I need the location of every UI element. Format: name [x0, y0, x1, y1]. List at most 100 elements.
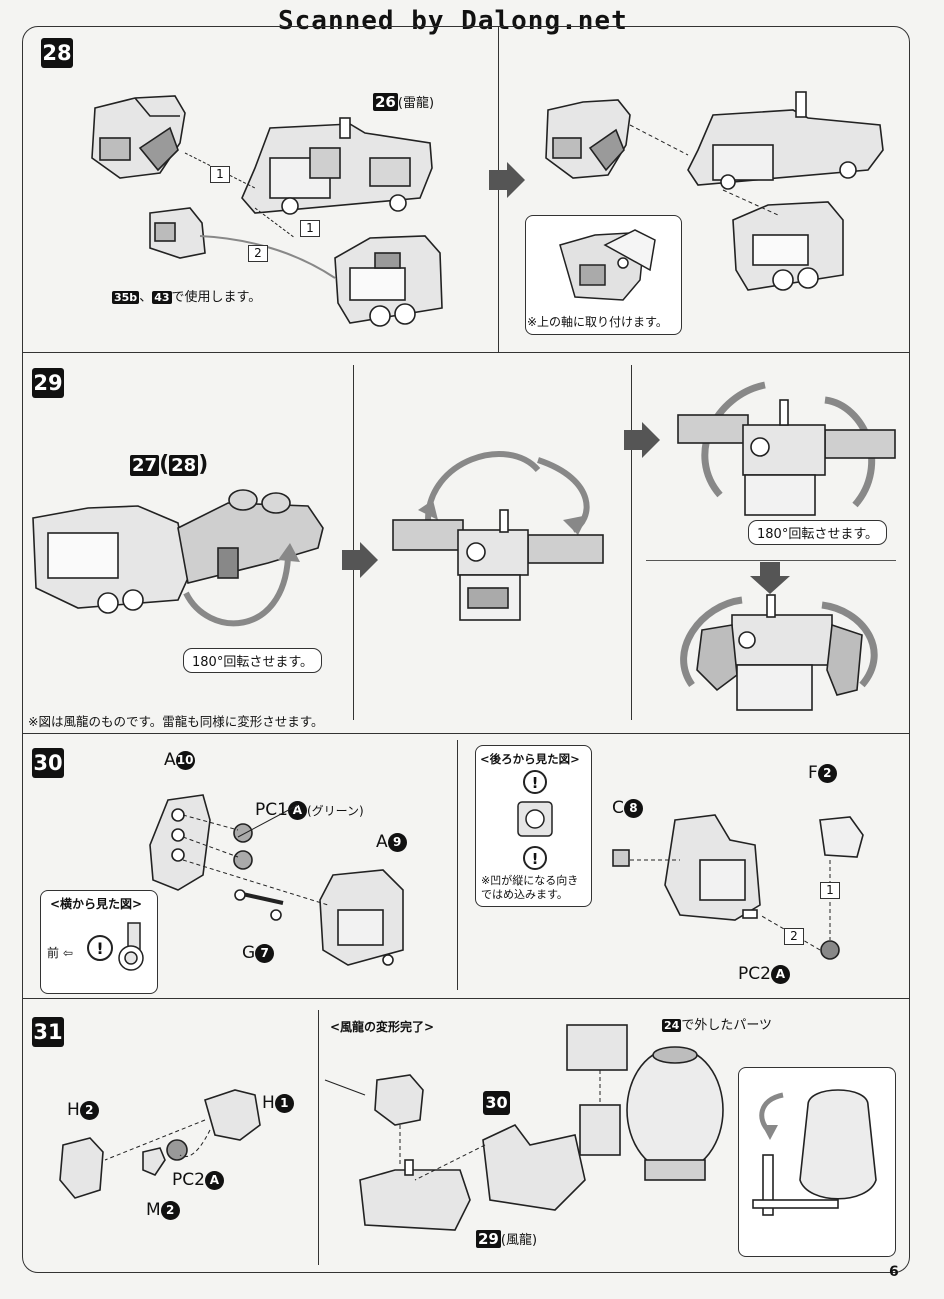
page-frame: [22, 26, 910, 1273]
divider-30-31: [22, 998, 910, 999]
side-view-illustration: !: [87, 922, 144, 971]
use-note-separator: 、: [139, 290, 153, 305]
part-a10-number: 10: [175, 750, 195, 770]
arrow-label-1b: 1: [300, 220, 320, 237]
part-c8-letter: C: [612, 798, 624, 818]
rotate-note-1: 180°回転させます。: [183, 648, 323, 673]
arrow-label-30-1: 1: [820, 882, 840, 899]
divider-29-30: [22, 733, 910, 734]
part-pc1-circle: A: [287, 800, 307, 820]
watermark: Scanned by Dalong.net: [278, 6, 628, 36]
part-h1-number: 1: [274, 1093, 294, 1113]
step30-right-illustration: [612, 814, 864, 960]
ref-24-number: 24: [662, 1019, 682, 1032]
part-pc2-30-letter: PC2: [738, 964, 771, 984]
step31-left-illustration: [59, 1089, 261, 1199]
part-f2-number: 2: [817, 763, 837, 783]
step-number-31: 31: [32, 1017, 64, 1047]
down-arrow-29: [750, 562, 790, 594]
footnote-29: ※図は風龍のものです。雷龍も同様に変形させます。: [28, 714, 324, 729]
ref-29-note: 29(風龍): [476, 1229, 537, 1248]
transition-arrow-29b: [624, 422, 660, 458]
arrow-label-30-2: 2: [784, 928, 804, 945]
ref-29-number: 29: [476, 1230, 501, 1248]
divider-29-vertical-2: [631, 365, 632, 720]
part-h2-number: 2: [79, 1100, 99, 1120]
ref-30: 30: [483, 1091, 510, 1115]
step-number-30: 30: [32, 748, 64, 778]
complete-title: <風龍の変形完了>: [330, 1020, 435, 1034]
part-h2-letter: H: [67, 1100, 80, 1120]
use-note-ref-35b: 35b: [112, 291, 140, 304]
part-ref-26-number: 26: [373, 93, 398, 111]
step28-left-illustration: [91, 95, 443, 327]
part-ref-28: 28: [169, 455, 199, 476]
step29-right-top-illustration: [677, 381, 896, 516]
part-a9-letter: A: [376, 832, 388, 852]
side-view-title: <横から見た図>: [50, 897, 143, 911]
divider-30-vertical: [457, 740, 458, 990]
transition-arrow-28: [489, 162, 525, 198]
part-ref-26: 26(雷龍): [373, 92, 434, 111]
svg-text:!: !: [96, 939, 103, 958]
inset-illustration-31: [752, 1089, 877, 1216]
step30-left-illustration: [149, 794, 404, 966]
back-view-illustration: ! !: [517, 770, 553, 870]
arrow-label-1a: 1: [210, 166, 230, 183]
part-c8-number: 8: [623, 798, 643, 818]
step29-left-illustration: [32, 489, 324, 627]
step-number-28: 28: [41, 38, 73, 68]
ref-24-text: で外したパーツ: [681, 1018, 773, 1033]
ref-29-text: (風龍): [500, 1233, 538, 1248]
step28-right-illustration: [545, 91, 884, 291]
step-number-29: 29: [32, 368, 64, 398]
divider-28-29: [22, 352, 910, 353]
page-number: 6: [889, 1264, 899, 1280]
part-a9-number: 9: [387, 832, 407, 852]
part-pc2-31-letter: PC2: [172, 1170, 205, 1190]
step31-right-illustration: [324, 1024, 724, 1231]
transition-arrow-29a: [342, 542, 378, 578]
divider-31-vertical: [318, 1010, 319, 1265]
part-a10: A10: [164, 750, 195, 770]
part-ref-27-28: 27(28): [130, 452, 209, 477]
part-f2-letter: F: [808, 763, 818, 783]
part-h1-letter: H: [262, 1093, 275, 1113]
use-note-text: で使用します。: [171, 290, 262, 305]
back-view-title: <後ろから見た図>: [480, 752, 580, 766]
step29-middle-illustration: [392, 451, 604, 621]
part-m2-number: 2: [160, 1200, 180, 1220]
inset-note-28: ※上の軸に取り付けます。: [527, 315, 668, 329]
svg-text:!: !: [532, 774, 539, 792]
part-pc2-30-circle: A: [770, 964, 790, 984]
divider-29-right: [646, 560, 896, 561]
part-ref-27: 27: [130, 455, 160, 476]
part-g7-letter: G: [242, 943, 256, 963]
back-view-note: ※凹が縦になる向きではめ込みます。: [481, 874, 579, 901]
part-g7-number: 7: [255, 943, 275, 963]
arrow-label-2: 2: [248, 245, 268, 262]
part-m2-letter: M: [146, 1200, 161, 1220]
part-pc1-note: (グリーン): [306, 804, 364, 818]
svg-text:!: !: [532, 850, 539, 868]
part-pc2-31-circle: A: [204, 1170, 224, 1190]
divider-29-vertical-1: [353, 365, 354, 720]
rotate-note-2: 180°回転させます。: [748, 520, 888, 545]
part-a10-letter: A: [164, 750, 176, 770]
part-ref-26-note: (雷龍): [397, 96, 435, 111]
step29-right-bottom-illustration: [680, 594, 878, 711]
side-view-front: 前 ⇦: [47, 946, 73, 960]
use-note-ref-43: 43: [152, 291, 172, 304]
